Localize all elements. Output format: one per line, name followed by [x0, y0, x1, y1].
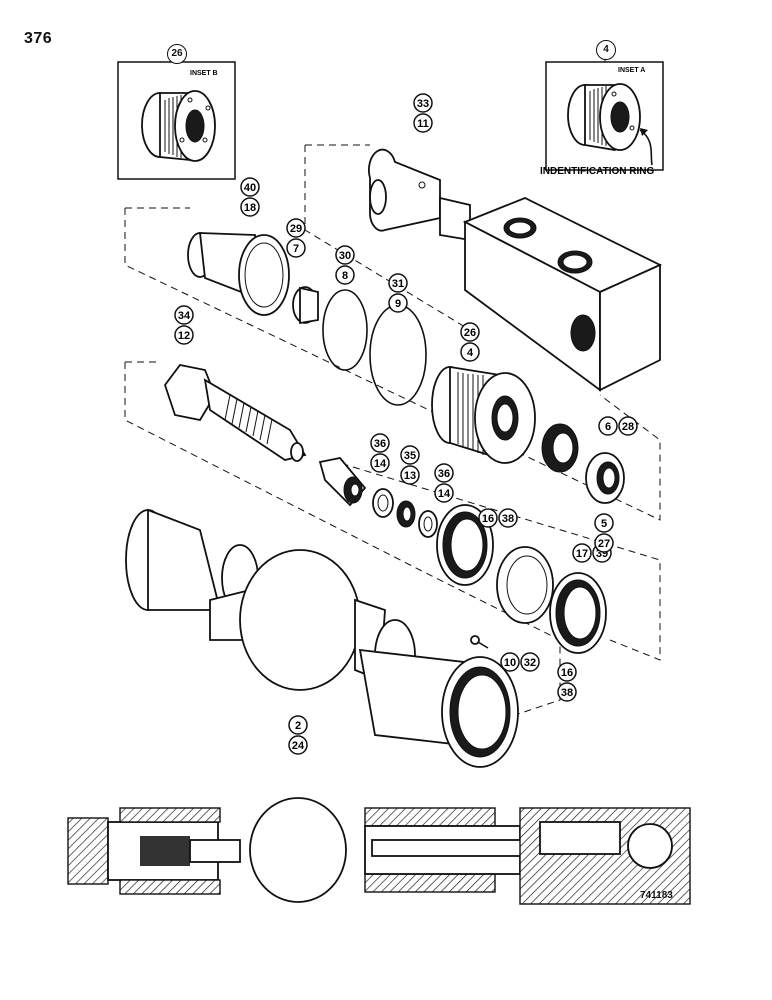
callout-circle	[618, 416, 638, 436]
callout-circle	[388, 273, 408, 293]
callout-circle	[594, 533, 614, 553]
callout-number: 13	[404, 470, 416, 482]
callout-c36a: 36 14	[370, 433, 390, 473]
callout-number: 17	[576, 548, 588, 560]
section-view	[67, 797, 691, 905]
rod-parts	[163, 364, 607, 654]
inset-b-callout: 26	[167, 44, 187, 64]
inset-a-callout: 4	[596, 40, 616, 60]
callout-circle	[335, 265, 355, 285]
callout-circle	[498, 508, 518, 528]
callout-number: 11	[417, 118, 429, 130]
callout-number: 38	[561, 687, 573, 699]
callout-circle	[174, 305, 194, 325]
callout-circle	[434, 483, 454, 503]
callout-circle	[413, 93, 433, 113]
callout-number: 16	[482, 513, 494, 525]
callout-circle	[370, 433, 390, 453]
callout-circle	[335, 245, 355, 265]
callout-c35: 35 13	[400, 445, 420, 485]
callout-c31: 31 9	[388, 273, 408, 313]
callout-circle	[174, 325, 194, 345]
callout-number: 10	[504, 657, 516, 669]
callout-circle	[388, 293, 408, 313]
callout-c29: 29 7	[286, 218, 306, 258]
callout-c40: 40 18	[240, 177, 260, 217]
inset-b: INSET B	[117, 52, 236, 180]
callout-circle	[400, 445, 420, 465]
callout-number: 40	[244, 182, 256, 194]
callout-c2: 2 24	[288, 715, 308, 755]
callout-number: 29	[290, 223, 302, 235]
callout-circle	[557, 662, 577, 682]
figure-number: 741183	[640, 890, 673, 901]
inset-a-title: INSET A	[618, 67, 645, 74]
callout-circle	[594, 513, 614, 533]
callout-number: 4	[467, 347, 474, 359]
callout-number: 2	[295, 720, 301, 732]
callout-circle	[434, 463, 454, 483]
callout-circle	[500, 652, 520, 672]
inset-a: INSET A	[545, 52, 664, 171]
callout-circle	[460, 342, 480, 362]
page-number: 376	[24, 30, 53, 47]
callout-number: 36	[374, 438, 386, 450]
callout-c5: 5 27	[594, 513, 614, 553]
callout-number: 36	[438, 468, 450, 480]
callout-number: 31	[392, 278, 404, 290]
callout-circle	[400, 465, 420, 485]
callout-number: 18	[244, 202, 256, 214]
callout-circle	[286, 218, 306, 238]
callout-number: 5	[601, 518, 607, 530]
callout-number: 6	[605, 421, 611, 433]
base-block	[368, 148, 663, 392]
callout-c34: 34 12	[174, 305, 194, 345]
callout-number: 9	[395, 298, 401, 310]
callout-c10: 10 32	[500, 652, 540, 672]
identification-ring-label: INDENTIFICATION RING	[540, 166, 654, 177]
callout-circle	[240, 197, 260, 217]
callout-number: 27	[598, 538, 610, 550]
callout-c30: 30 8	[335, 245, 355, 285]
callout-number: 38	[502, 513, 514, 525]
callout-number: 8	[342, 270, 348, 282]
callout-circle	[370, 453, 390, 473]
callout-c26: 26 4	[460, 322, 480, 362]
callout-circle	[460, 322, 480, 342]
callout-number: 33	[417, 98, 429, 110]
callout-number: 34	[178, 310, 191, 322]
callout-circle	[598, 416, 618, 436]
callout-circle	[572, 543, 592, 563]
callout-circle	[478, 508, 498, 528]
callout-c33: 33 11	[413, 93, 433, 133]
callout-circle	[286, 238, 306, 258]
cylinder-barrel	[125, 508, 519, 768]
callout-number: 28	[622, 421, 634, 433]
gland-parts	[187, 232, 625, 504]
callout-number: 12	[178, 330, 190, 342]
callout-number: 14	[374, 458, 387, 470]
callout-circle	[288, 735, 308, 755]
callout-circle	[288, 715, 308, 735]
callout-number: 16	[561, 667, 573, 679]
callout-number: 32	[524, 657, 536, 669]
callout-c6: 6 28	[598, 416, 638, 436]
callout-circle	[240, 177, 260, 197]
callout-number: 7	[293, 243, 299, 255]
callout-circle	[520, 652, 540, 672]
callout-c36b: 36 14	[434, 463, 454, 503]
callout-number: 35	[404, 450, 416, 462]
inset-b-title: INSET B	[190, 70, 218, 77]
callout-number: 26	[464, 327, 476, 339]
callout-number: 24	[292, 740, 305, 752]
callout-number: 30	[339, 250, 351, 262]
callout-circle	[413, 113, 433, 133]
callout-number: 14	[438, 488, 451, 500]
callout-circle	[557, 682, 577, 702]
